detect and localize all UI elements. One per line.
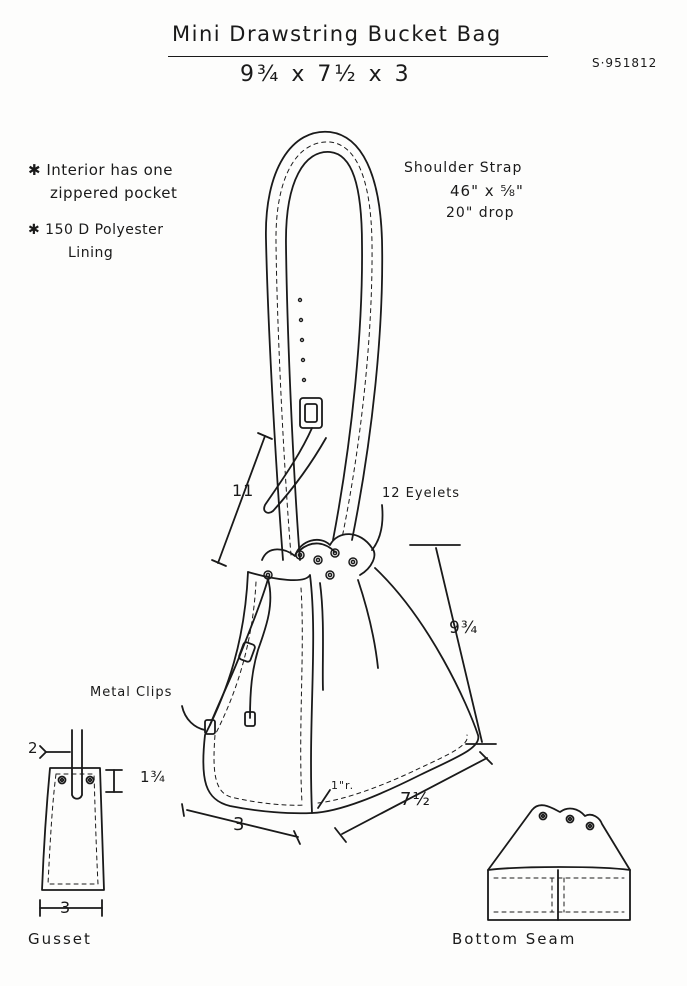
length-dimension: 7½ xyxy=(400,789,431,810)
height-dimension: 9¾ xyxy=(449,618,479,638)
drawstring-cord xyxy=(209,578,269,726)
note-lining-line1: ✱ 150 D Polyester xyxy=(28,222,164,238)
cord-clip-1 xyxy=(238,641,256,663)
gusset-width-dimension: 3 xyxy=(60,898,72,917)
eyelets xyxy=(263,548,358,580)
dim-height-line xyxy=(435,547,483,743)
gusset-label: Gusset xyxy=(28,930,92,948)
metal-clips-label: Metal Clips xyxy=(90,685,173,700)
corner-radius-dimension: 1"r. xyxy=(331,779,355,792)
dim-width-line xyxy=(186,809,299,838)
style-number: S·951812 xyxy=(592,56,658,70)
gusset-top-dimension: 2 xyxy=(28,739,39,757)
strap-drop: 20" drop xyxy=(446,205,515,221)
overall-dimensions: 9¾ x 7½ x 3 xyxy=(240,62,412,87)
cord-clip-3 xyxy=(244,711,256,727)
gusset-depth-dimension: 1¾ xyxy=(140,768,167,786)
note-interior-line1: ✱ Interior has one xyxy=(28,161,174,179)
strap-inner xyxy=(285,151,363,561)
eyelets-label: 12 Eyelets xyxy=(382,486,461,501)
strap-holes xyxy=(297,297,307,383)
strap-adjust-dimension: 11 xyxy=(232,481,255,500)
cord-clip-2 xyxy=(204,719,216,735)
dim-11-line xyxy=(217,435,266,564)
strap-stitch xyxy=(275,141,373,556)
bottom-seam-label: Bottom Seam xyxy=(452,930,577,948)
bag-side-seam xyxy=(247,571,315,814)
sheet-title: Mini Drawstring Bucket Bag xyxy=(172,22,502,46)
strap-buckle xyxy=(299,397,323,429)
strap-outer xyxy=(265,130,384,561)
title-underline xyxy=(168,56,548,57)
width-dimension: 3 xyxy=(233,814,246,835)
bag-front-panel xyxy=(202,567,480,815)
strap-tail xyxy=(263,427,327,514)
gusset-sketch xyxy=(39,729,123,917)
note-interior-line2: zippered pocket xyxy=(50,184,178,202)
bottom-seam-sketch xyxy=(487,804,631,921)
dim-length-line xyxy=(341,757,488,835)
note-lining-line2: Lining xyxy=(68,245,114,261)
bag-top-flaps xyxy=(261,533,376,576)
strap-size: 46" x ⅝" xyxy=(450,182,524,200)
strap-label: Shoulder Strap xyxy=(404,160,523,176)
